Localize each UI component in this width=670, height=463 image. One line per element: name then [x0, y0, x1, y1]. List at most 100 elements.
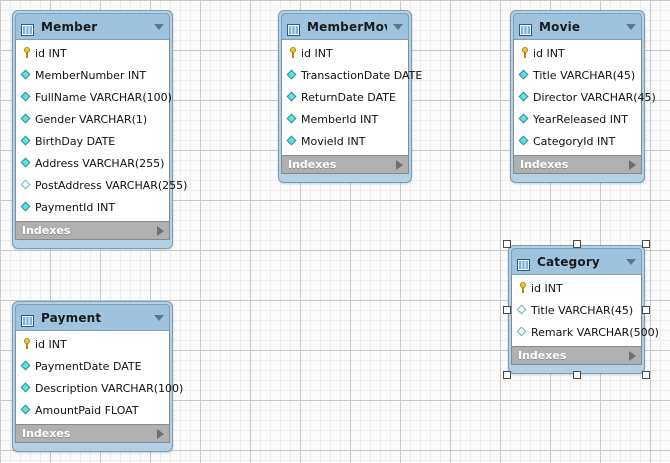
indexes-section[interactable]: Indexes	[15, 222, 170, 240]
column-row[interactable]: Title VARCHAR(45)	[512, 299, 641, 321]
diamond-icon	[20, 359, 34, 373]
diamond-icon	[518, 112, 532, 126]
table-header[interactable]: Payment	[15, 304, 170, 330]
table-box[interactable]: Payment id INT PaymentDate DATE Description…	[12, 301, 183, 452]
expand-right-arrow-icon[interactable]	[157, 225, 164, 236]
table-icon	[287, 21, 300, 36]
column-row[interactable]: Title VARCHAR(45)	[514, 64, 641, 86]
column-row[interactable]: ReturnDate DATE	[282, 86, 408, 108]
table-name: Movie	[539, 19, 581, 34]
column-row[interactable]: MemberNumber INT	[16, 64, 169, 86]
diamond-icon	[286, 134, 300, 148]
indexes-label: Indexes	[22, 224, 71, 237]
column-row[interactable]: PaymentDate DATE	[16, 355, 169, 377]
table-name: Payment	[41, 310, 102, 325]
indexes-section[interactable]: Indexes	[281, 156, 409, 174]
resize-handle-ne[interactable]	[642, 240, 650, 248]
diamond-hollow-icon	[20, 178, 34, 192]
column-label: CategoryId INT	[533, 134, 616, 148]
column-row[interactable]: MemberId INT	[282, 108, 408, 130]
diamond-icon	[286, 112, 300, 126]
key-icon	[20, 46, 34, 60]
table-icon	[519, 21, 532, 36]
diamond-icon	[286, 90, 300, 104]
indexes-label: Indexes	[22, 427, 71, 440]
table-box[interactable]: Member id INT MemberNumber INT FullName VAR…	[12, 10, 187, 249]
resize-handle-nw[interactable]	[503, 240, 511, 248]
column-row[interactable]: Description VARCHAR(100)	[16, 377, 183, 399]
table-footer	[281, 174, 409, 182]
expand-right-arrow-icon[interactable]	[157, 428, 164, 439]
column-label: MemberId INT	[301, 112, 379, 126]
column-row[interactable]: Gender VARCHAR(1)	[16, 108, 169, 130]
column-row[interactable]: PaymentId INT	[16, 196, 169, 218]
column-list: id INT Title VARCHAR(45)Director VARCHAR(…	[513, 39, 656, 156]
resize-handle-w[interactable]	[503, 305, 511, 314]
table-box[interactable]: Category id INT Title VARCHAR(45) Remark VA…	[508, 245, 659, 374]
table-icon	[21, 21, 34, 36]
collapse-chevron-down-icon[interactable]	[154, 314, 164, 321]
column-label: id INT	[301, 46, 333, 60]
diamond-icon	[20, 112, 34, 126]
collapse-chevron-down-icon[interactable]	[626, 258, 636, 265]
table-header[interactable]: Category	[511, 248, 642, 274]
column-row[interactable]: Address VARCHAR(255)	[16, 152, 169, 174]
table-footer	[15, 443, 170, 451]
column-label: id INT	[533, 46, 565, 60]
column-row[interactable]: id INT	[16, 42, 169, 64]
diamond-icon	[20, 68, 34, 82]
collapse-chevron-down-icon[interactable]	[154, 23, 164, 30]
resize-handle-sw[interactable]	[503, 371, 511, 379]
resize-handle-se[interactable]	[642, 371, 650, 379]
column-label: MemberNumber INT	[35, 68, 147, 82]
table-box[interactable]: MemberMovie id INT TransactionDate DATERet…	[278, 10, 422, 183]
column-label: Remark VARCHAR(500)	[531, 325, 659, 339]
resize-handle-s[interactable]	[572, 371, 581, 379]
column-row[interactable]: PostAddress VARCHAR(255)	[16, 174, 187, 196]
column-label: Address VARCHAR(255)	[35, 156, 165, 170]
expand-right-arrow-icon[interactable]	[629, 350, 636, 361]
column-row[interactable]: id INT	[512, 277, 641, 299]
diamond-icon	[518, 68, 532, 82]
diamond-icon	[286, 68, 300, 82]
table-box[interactable]: Movie id INT Title VARCHAR(45)Director VAR…	[510, 10, 656, 183]
column-row[interactable]: AmountPaid FLOAT	[16, 399, 169, 421]
column-row[interactable]: FullName VARCHAR(100)	[16, 86, 172, 108]
column-row[interactable]: MovieId INT	[282, 130, 408, 152]
key-icon	[516, 281, 530, 295]
collapse-chevron-down-icon[interactable]	[626, 23, 636, 30]
indexes-section[interactable]: Indexes	[511, 347, 642, 365]
column-label: id INT	[35, 337, 67, 351]
column-row[interactable]: CategoryId INT	[514, 130, 641, 152]
column-row[interactable]: id INT	[514, 42, 641, 64]
key-icon	[20, 337, 34, 351]
table-header[interactable]: MemberMovie	[281, 13, 409, 39]
column-label: FullName VARCHAR(100)	[35, 90, 172, 104]
column-label: id INT	[531, 281, 563, 295]
column-row[interactable]: YearReleased INT	[514, 108, 641, 130]
column-row[interactable]: TransactionDate DATE	[282, 64, 422, 86]
column-row[interactable]: BirthDay DATE	[16, 130, 169, 152]
table-header[interactable]: Member	[15, 13, 170, 39]
key-icon	[518, 46, 532, 60]
diamond-icon	[20, 403, 34, 417]
key-icon	[286, 46, 300, 60]
indexes-section[interactable]: Indexes	[15, 425, 170, 443]
table-header[interactable]: Movie	[513, 13, 642, 39]
column-list: id INT Title VARCHAR(45) Remark VARCHAR(50…	[511, 274, 659, 347]
diamond-icon	[20, 90, 34, 104]
column-label: Description VARCHAR(100)	[35, 381, 184, 395]
column-row[interactable]: Director VARCHAR(45)	[514, 86, 656, 108]
column-row[interactable]: id INT	[16, 333, 169, 355]
expand-right-arrow-icon[interactable]	[396, 159, 403, 170]
column-row[interactable]: Remark VARCHAR(500)	[512, 321, 659, 343]
table-footer	[15, 240, 170, 248]
collapse-chevron-down-icon[interactable]	[393, 23, 403, 30]
indexes-section[interactable]: Indexes	[513, 156, 642, 174]
indexes-label: Indexes	[288, 158, 337, 171]
column-row[interactable]: id INT	[282, 42, 408, 64]
resize-handle-n[interactable]	[572, 240, 581, 248]
expand-right-arrow-icon[interactable]	[629, 159, 636, 170]
resize-handle-e[interactable]	[642, 305, 650, 314]
